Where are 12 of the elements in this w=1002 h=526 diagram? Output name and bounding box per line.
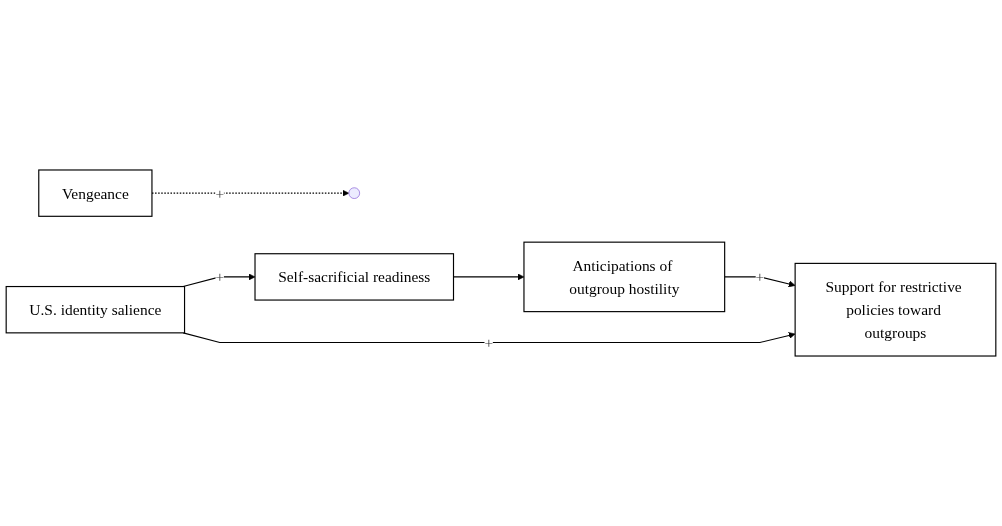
node-box: Self-sacrificial readiness	[254, 253, 455, 301]
arrow	[182, 332, 796, 344]
node-box: U.S. identity salience	[5, 285, 186, 334]
node-box: Vengeance	[38, 169, 153, 217]
edge-label: +	[484, 334, 494, 351]
arrow	[182, 273, 256, 288]
edge-label: +	[755, 268, 765, 286]
edge-label: +	[215, 184, 225, 202]
arrow	[724, 276, 796, 288]
node-box: Support for restrictive policies toward outgroups	[794, 262, 997, 357]
edge-label: +	[215, 268, 225, 286]
node-box: Anticipations of outgroup hostility	[523, 241, 726, 313]
